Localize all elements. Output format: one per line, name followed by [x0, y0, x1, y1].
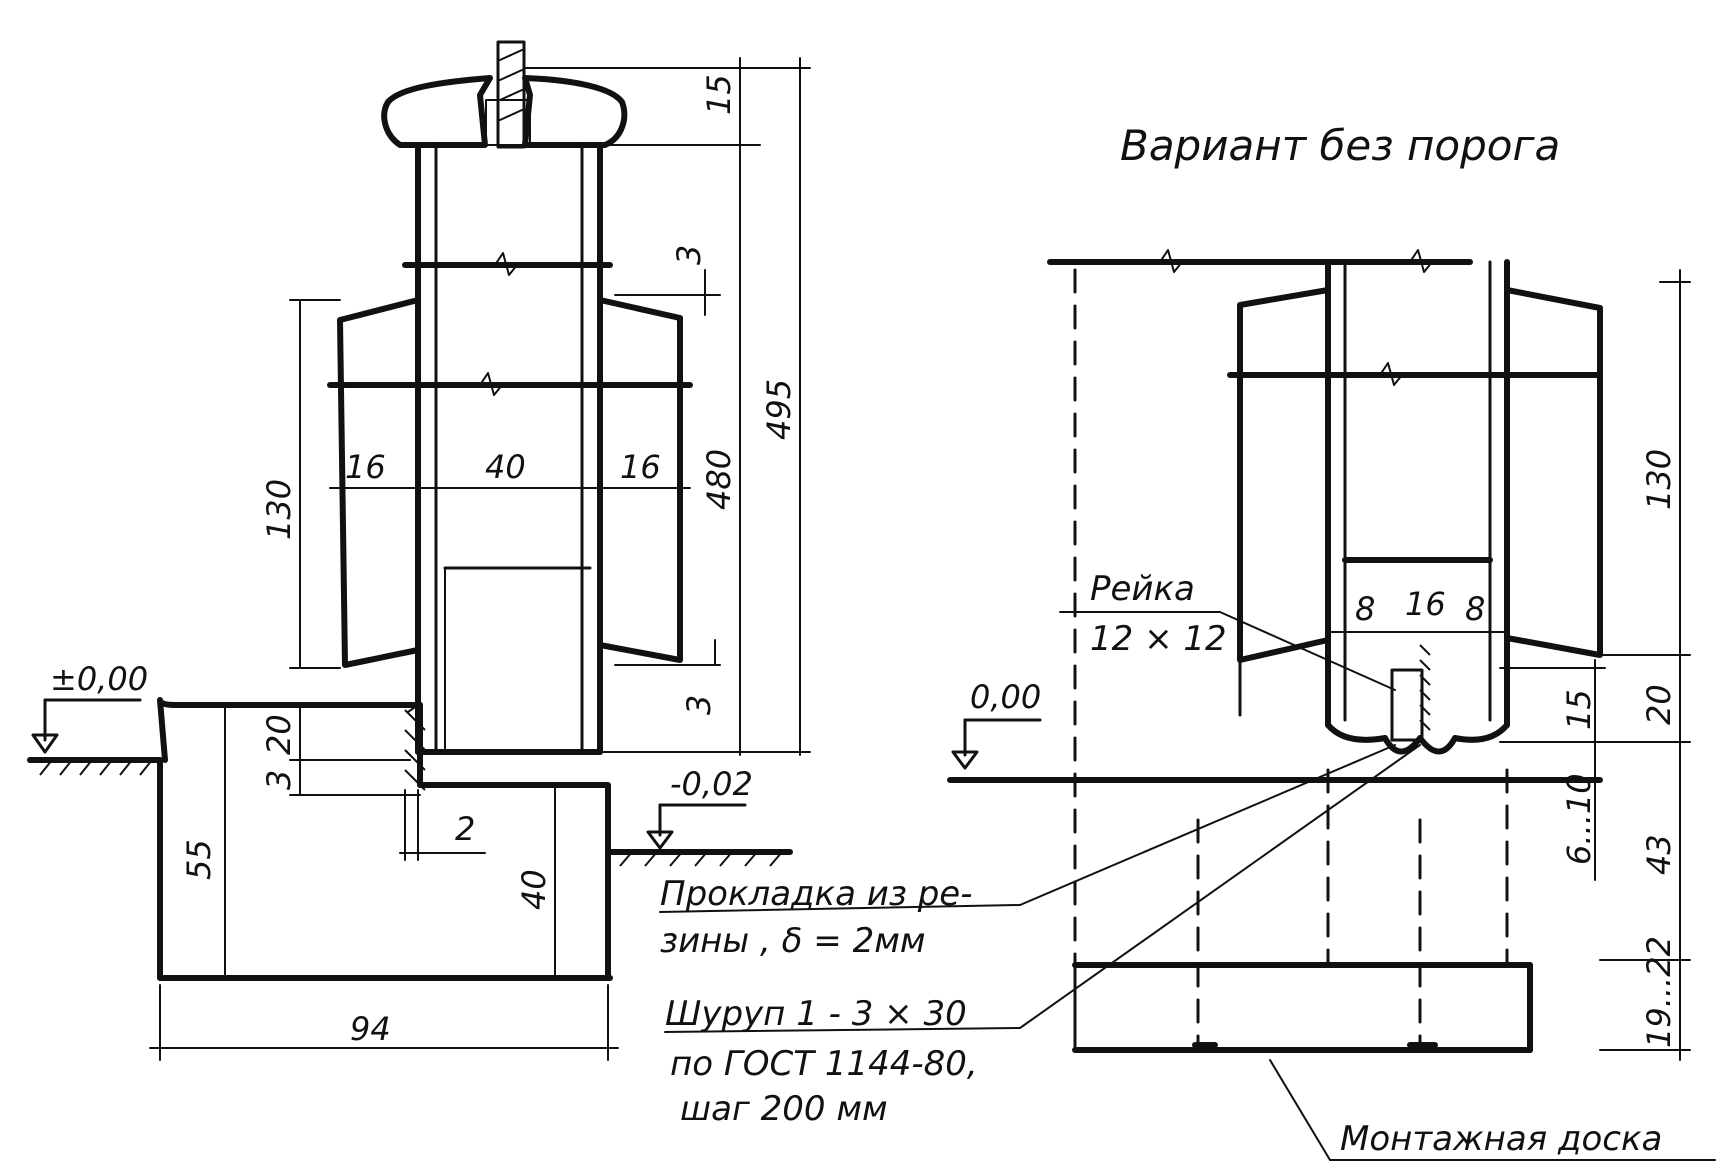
gasket-underline — [659, 904, 1021, 913]
right-section-drawing: Вариант без порога — [659, 121, 1716, 1161]
left-dimension-lines — [149, 57, 811, 1061]
screw-underline — [664, 1027, 1021, 1033]
level-zero-text: ±0,00 — [50, 660, 148, 698]
level-minus-arrow — [646, 830, 674, 850]
dim-55: 55 — [180, 839, 218, 880]
dim-r-20: 20 — [1640, 684, 1678, 725]
r-trim-right — [1504, 287, 1603, 658]
right-dimension-lines — [1019, 269, 1716, 1161]
dim-130-left: 130 — [260, 479, 298, 540]
dim-20-left: 20 — [260, 714, 298, 755]
label-screw-1: Шуруп 1 - 3 × 30 — [665, 994, 967, 1034]
dim-r-130: 130 — [1640, 449, 1678, 510]
dim-3-top: 3 — [670, 245, 708, 265]
dim-2: 2 — [455, 810, 475, 848]
label-reika: Рейка — [1090, 569, 1195, 609]
seal-fill — [485, 99, 531, 146]
dim-r-19-22: 19...22 — [1640, 936, 1678, 1048]
break-zig-1 — [494, 252, 518, 276]
left-section-drawing: ±0,00 -0,02 — [27, 40, 811, 1061]
r-leaf-bottom-gasket — [1325, 722, 1510, 755]
gasket-hatch — [404, 704, 426, 791]
variant-title: Вариант без порога — [1120, 121, 1560, 170]
dim-15-top: 15 — [700, 74, 738, 115]
break-zig-2 — [479, 372, 503, 396]
screw-thread — [1419, 644, 1431, 731]
label-board: Монтажная доска — [1340, 1119, 1662, 1159]
label-gasket-2: зины , δ = 2мм — [660, 921, 926, 961]
frame-rebate — [417, 782, 611, 981]
right-break-zig-2 — [1379, 362, 1403, 386]
dim-r-8-left: 8 — [1355, 590, 1375, 628]
dim-480: 480 — [700, 449, 738, 510]
r-trim-left — [1237, 287, 1331, 663]
label-reika-size: 12 × 12 — [1090, 619, 1227, 659]
handle-right-lobe — [522, 75, 628, 148]
stem-insert — [496, 40, 526, 149]
floor-right-hatch — [619, 851, 783, 867]
r-level-text: 0,00 — [970, 678, 1041, 716]
dim-r-15: 15 — [1560, 689, 1598, 730]
label-screw-2: по ГОСТ 1144-80, — [670, 1044, 978, 1084]
level-minus-text: -0,02 — [670, 765, 753, 803]
dim-3-bottom: 3 — [680, 695, 718, 715]
label-screw-3: шаг 200 мм — [680, 1089, 888, 1129]
dim-r-8-right: 8 — [1465, 590, 1485, 628]
reika-strip — [1390, 668, 1424, 742]
dim-94: 94 — [350, 1010, 391, 1048]
r-level-arrow — [951, 750, 979, 770]
dim-r-6-10: 6...10 — [1560, 773, 1598, 865]
trim-left — [337, 297, 421, 668]
frame-left-bottom — [157, 757, 613, 981]
dim-40-top: 40 — [485, 448, 526, 486]
floor-left-hatch — [39, 759, 153, 776]
right-break-zig-1 — [1159, 249, 1433, 273]
level-zero-arrow — [31, 733, 59, 754]
dim-r-43: 43 — [1640, 834, 1678, 875]
dim-3-small: 3 — [260, 770, 298, 790]
dim-16-left: 16 — [345, 448, 386, 486]
handle-left-lobe — [381, 75, 493, 148]
stem-hatch — [499, 49, 523, 121]
dim-16-right: 16 — [620, 448, 661, 486]
dim-495: 495 — [760, 379, 798, 440]
frame-top — [157, 697, 423, 763]
dim-40-side: 40 — [515, 869, 553, 910]
dim-r-16: 16 — [1405, 585, 1446, 623]
